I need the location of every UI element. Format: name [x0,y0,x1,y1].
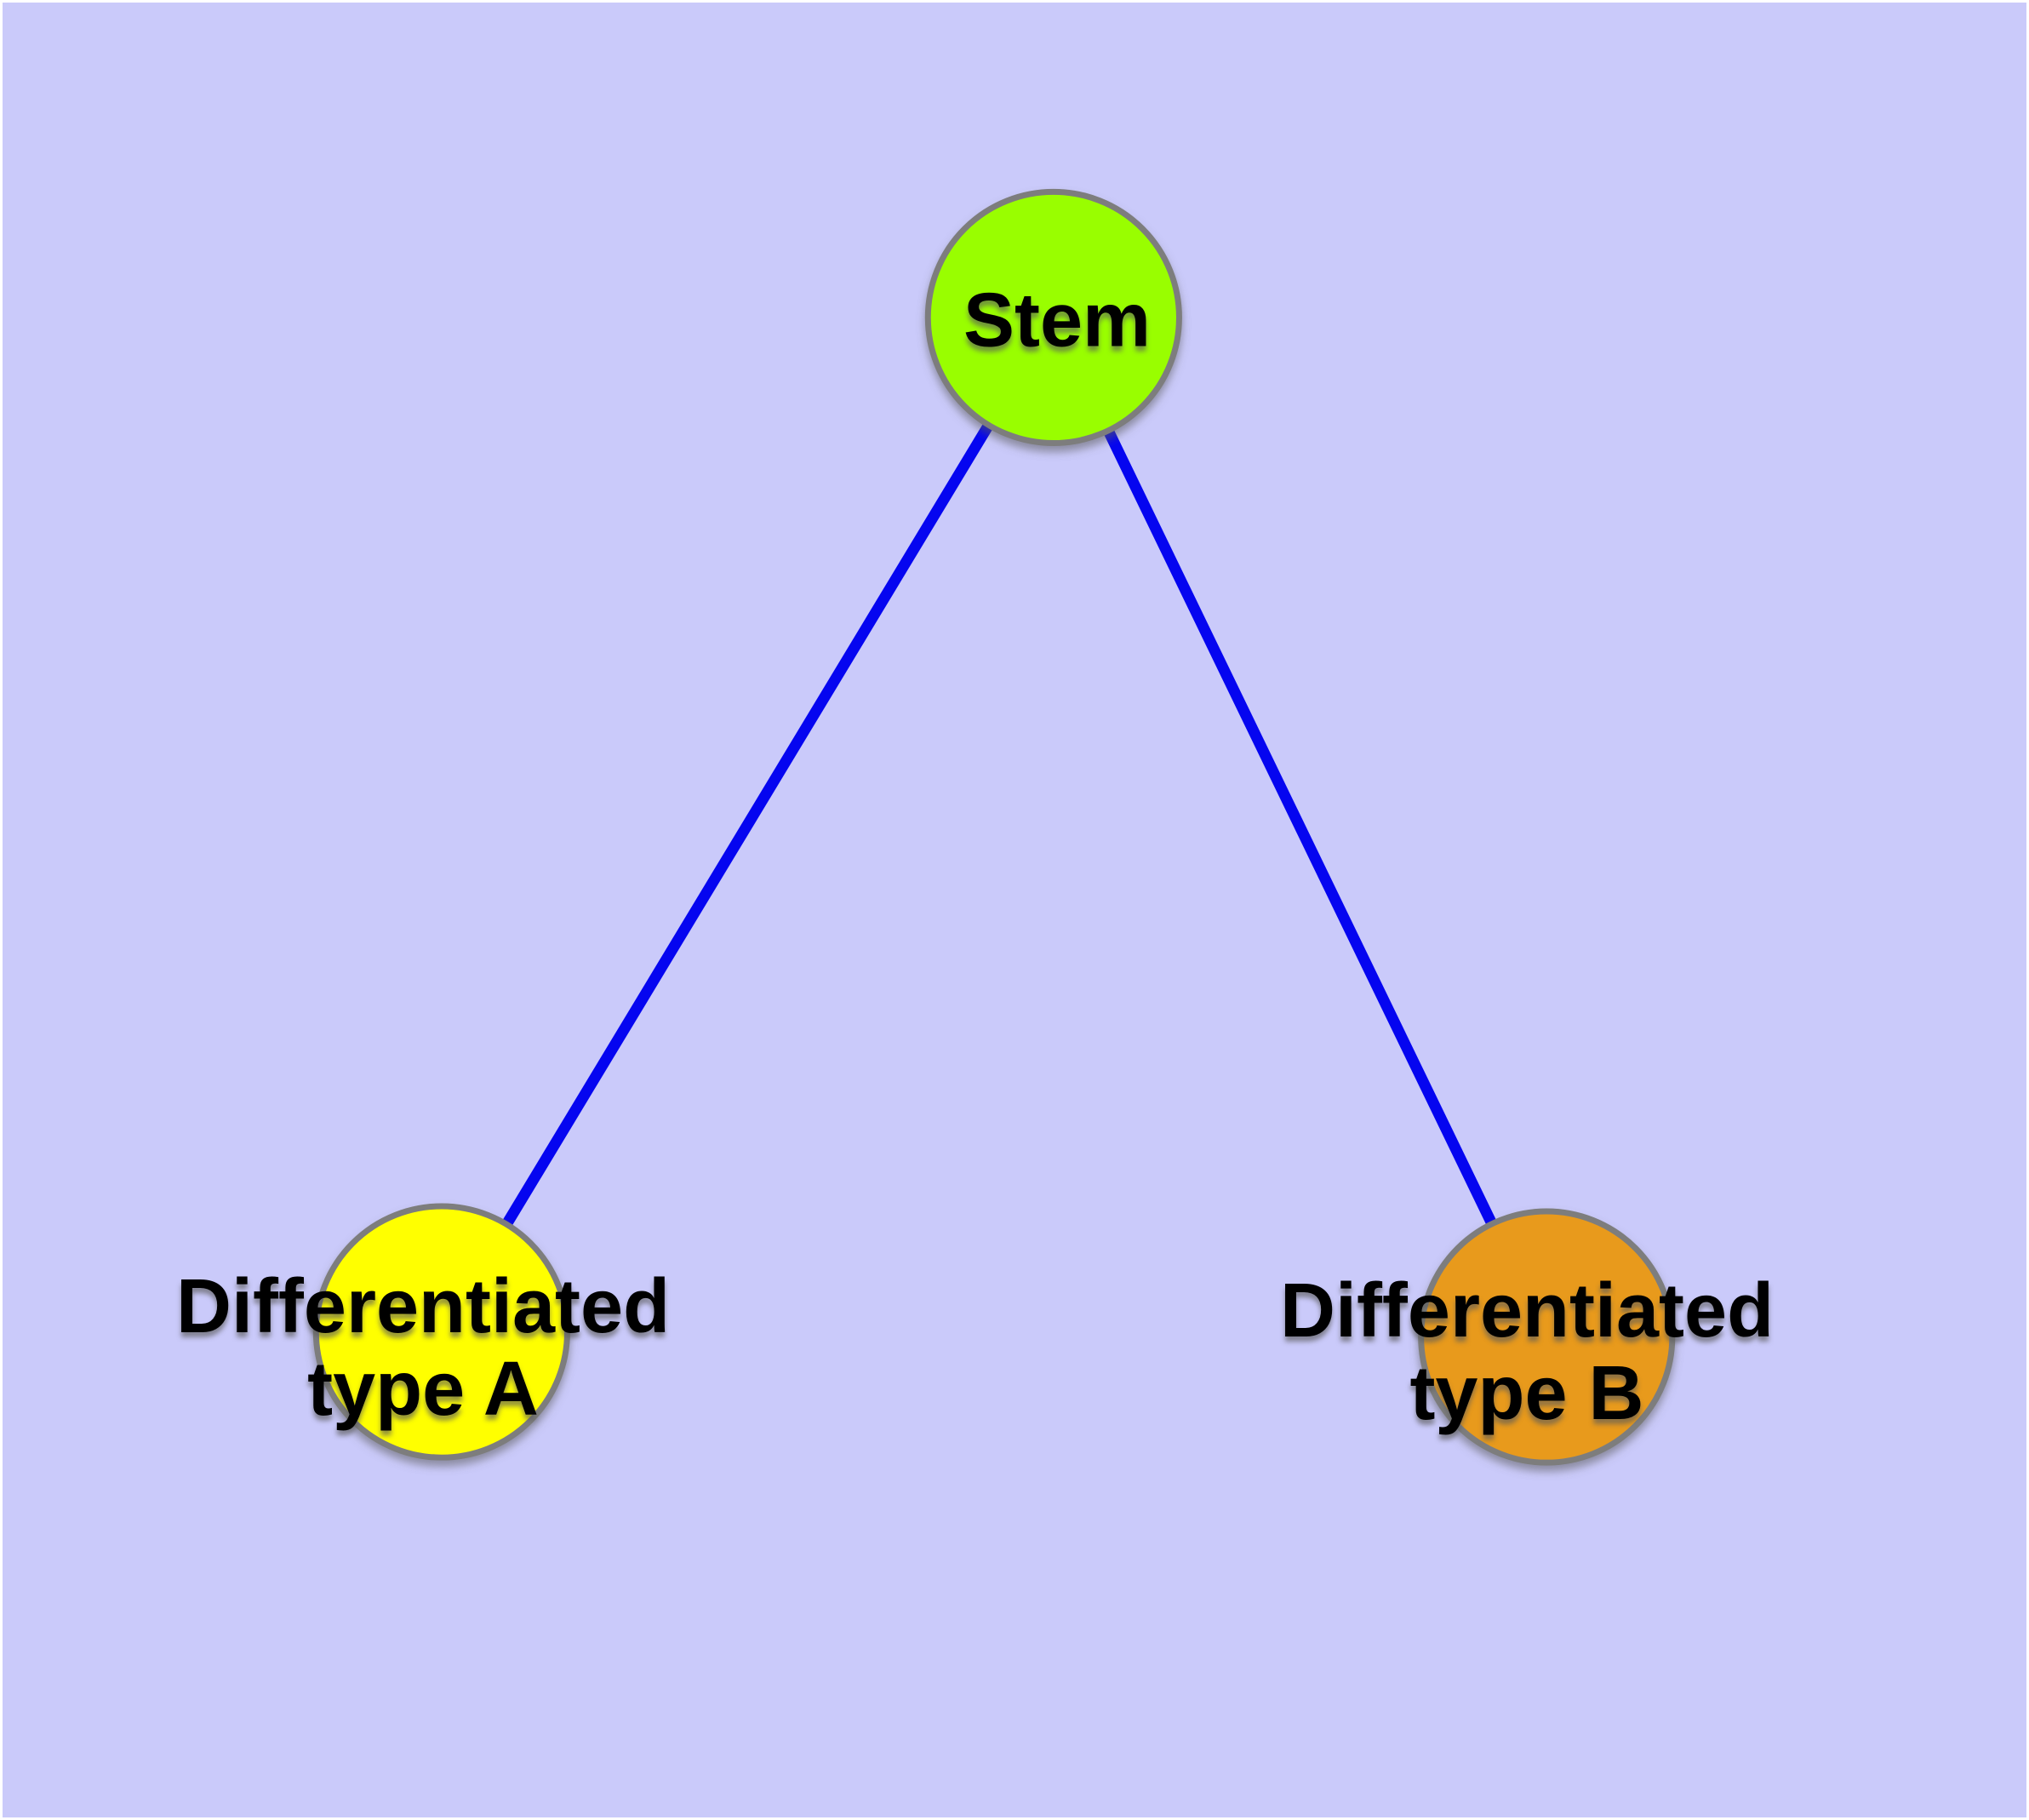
node-type-b-label: Differentiated type B [1279,1268,1775,1436]
node-stem-label: Stem [963,278,1152,363]
node-type-b-circle [1418,1208,1676,1466]
node-stem-circle [924,188,1182,447]
edge-stem-to-type-b [1049,315,1552,1340]
edge-stem-to-type-a [437,314,1059,1335]
node-type-a-label: Differentiated type A [175,1263,671,1432]
node-type-a-circle [312,1203,570,1461]
graph-svg [312,188,1676,1466]
